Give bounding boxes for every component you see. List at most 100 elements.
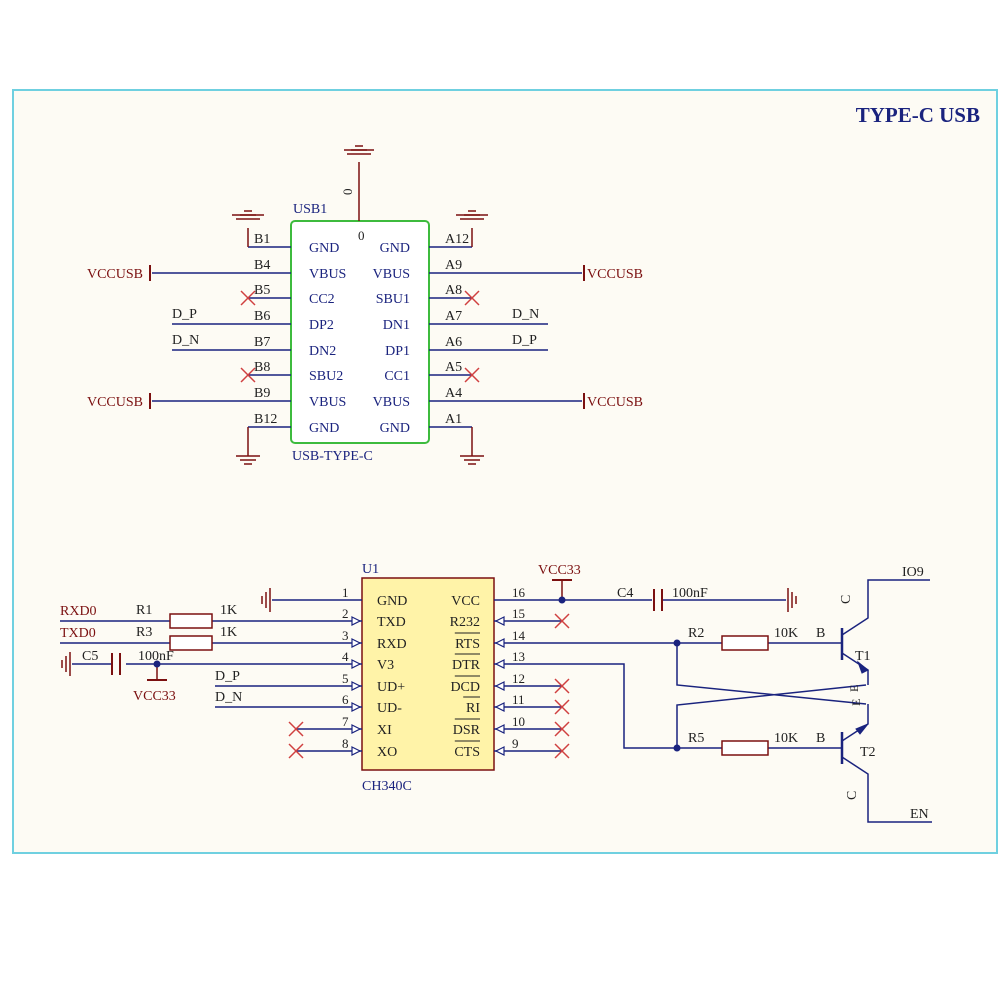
ch340-pin-name-right: DSR — [453, 723, 481, 738]
ch340-part-name: CH340C — [362, 779, 412, 794]
net-label-vccusb-left: VCCUSB — [87, 267, 143, 282]
ch340-pin-name-left: UD- — [377, 701, 402, 716]
usb-pin-name-right: DP1 — [385, 344, 410, 359]
net-label-en: EN — [910, 807, 929, 822]
no-connect-mark — [554, 678, 570, 694]
ch340-pin-number-right: 9 — [512, 736, 519, 751]
resistor-r5 — [721, 740, 769, 756]
usb-pin-number-left: B8 — [254, 360, 270, 375]
t2-collector-label: C — [845, 791, 860, 800]
usb-pin-number-left: B9 — [254, 386, 270, 401]
labels: B1GNDB4VBUSB5CC2B6DP2B7DN2B8SBU2B9VBUSB1… — [60, 232, 929, 822]
usb-pin-name-right: GND — [380, 241, 410, 256]
usb-pin-number-right: A9 — [445, 258, 462, 273]
net-label-vccusb-right: VCCUSB — [587, 267, 643, 282]
ch340-ic: U1 CH340C — [361, 562, 495, 794]
usb-pin-name-left: GND — [309, 421, 339, 436]
c5-ref: C5 — [82, 649, 98, 664]
no-connect-mark — [464, 290, 480, 306]
r5-value: 10K — [774, 731, 798, 746]
t2-emitter-label: E — [849, 699, 863, 706]
no-connect-mark — [554, 699, 570, 715]
net-label-dp: D_P — [172, 307, 197, 322]
usb-shell-pin-label: 0 — [340, 189, 355, 196]
ch340-pin-number-left: 5 — [342, 671, 349, 686]
pin-direction-icon — [351, 702, 362, 712]
ch340-pin-number-right: 16 — [512, 585, 526, 600]
wires — [60, 162, 932, 823]
ch340-pin-name-right: RTS — [455, 637, 480, 652]
dtr-wire — [540, 663, 722, 749]
usb-pin-name-right: DN1 — [383, 318, 410, 333]
usb-pin-number-right: A7 — [445, 309, 462, 324]
pin-direction-icon — [494, 724, 505, 734]
ch340-pin-number-right: 15 — [512, 606, 525, 621]
r1-value: 1K — [220, 603, 237, 618]
no-connect-mark — [464, 367, 480, 383]
t2-emitter-arrow — [855, 723, 869, 735]
usb-pin-number-left: B6 — [254, 309, 270, 324]
net-label-dp-right: D_P — [512, 333, 537, 348]
usb-pin-name-left: VBUS — [309, 395, 346, 410]
usb-pin-name-right: VBUS — [373, 395, 410, 410]
net-label-dn: D_N — [172, 333, 199, 348]
usb-connector: USB1 USB-TYPE-C 0 0 — [290, 189, 430, 464]
net-label-vcc33-left: VCC33 — [133, 689, 176, 704]
usb-part-name: USB-TYPE-C — [292, 449, 373, 464]
no-connect-mark — [240, 367, 256, 383]
t1-emitter-arrow — [856, 660, 869, 674]
usb-pin-number-left: B1 — [254, 232, 270, 247]
pin-direction-icon — [494, 638, 505, 648]
usb-pin-number-left: B5 — [254, 283, 270, 298]
pin-direction-icon — [351, 724, 362, 734]
symbols — [61, 145, 869, 764]
usb-pin-number-right: A8 — [445, 283, 462, 298]
ch340-pin-number-left: 7 — [342, 714, 349, 729]
ch340-pin-name-left: TXD — [377, 615, 406, 630]
usb-pin-number-left: B4 — [254, 258, 270, 273]
ch340-pin-name-left: XO — [377, 745, 397, 760]
ch340-pin-number-right: 13 — [512, 649, 525, 664]
ch340-pin-name-left: GND — [377, 594, 407, 609]
c4-ref: C4 — [617, 586, 633, 601]
ch340-pin-number-left: 1 — [342, 585, 349, 600]
no-connect-mark — [554, 613, 570, 629]
r2-value: 10K — [774, 626, 798, 641]
usb-pin-name-left: VBUS — [309, 267, 346, 282]
r2-ref: R2 — [688, 626, 704, 641]
usb-pin-name-left: DN2 — [309, 344, 336, 359]
pin-direction-icon — [494, 681, 505, 691]
c5-value: 100nF — [138, 649, 174, 664]
usb-pin-number-right: A12 — [445, 232, 469, 247]
ch340-pin-number-left: 6 — [342, 692, 349, 707]
usb-pin-number-right: A5 — [445, 360, 462, 375]
junction-dot — [558, 596, 566, 604]
ch340-pin-name-right: CTS — [454, 745, 480, 760]
t1-collector-wire — [841, 579, 930, 636]
ch340-pin-name-right: DTR — [452, 658, 481, 673]
resistor-r1 — [169, 613, 213, 629]
usb-pin-name-left: SBU2 — [309, 369, 343, 384]
net-label-vccusb-right: VCCUSB — [587, 395, 643, 410]
net-label-vccusb-left: VCCUSB — [87, 395, 143, 410]
ch340-pin-name-right: RI — [466, 701, 480, 716]
net-label-vcc33-right: VCC33 — [538, 563, 581, 578]
cross-wire-1 — [676, 643, 867, 705]
usb-pin-name-right: VBUS — [373, 267, 410, 282]
net-label-rxd0: RXD0 — [60, 604, 97, 619]
usb-shell-pin-label-2: 0 — [358, 228, 365, 243]
sheet-title: TYPE-C USB — [856, 103, 980, 127]
usb-pin-number-right: A1 — [445, 412, 462, 427]
net-label-io9: IO9 — [902, 565, 924, 580]
usb-pin-name-left: GND — [309, 241, 339, 256]
net-label-dn-right: D_N — [512, 307, 539, 322]
usb-pin-name-right: GND — [380, 421, 410, 436]
usb-pin-number-right: A4 — [445, 386, 462, 401]
ch340-pin-number-right: 11 — [512, 692, 525, 707]
t2-collector-wire — [841, 756, 932, 823]
ch340-pin-number-left: 4 — [342, 649, 349, 664]
ch340-pin-name-left: RXD — [377, 637, 407, 652]
usb-designator: USB1 — [293, 202, 327, 217]
usb-pin-name-left: CC2 — [309, 292, 335, 307]
